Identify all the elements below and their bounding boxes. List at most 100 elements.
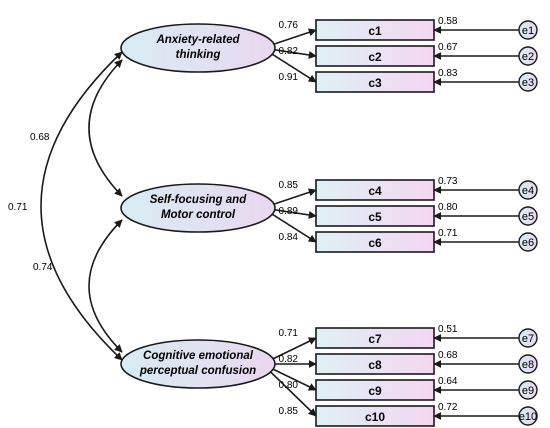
item-label: c5 <box>368 210 382 224</box>
item-label: c3 <box>368 76 382 90</box>
error-term-e5: e50.80 <box>433 202 538 226</box>
item-label: c7 <box>368 332 382 346</box>
error-term-e9: e9 0.64 <box>433 376 538 400</box>
latent-label-line: Self-focusing and <box>150 194 247 206</box>
observed-item-c10: c10 <box>315 405 435 427</box>
latent-label-line: Cognitive emotional <box>143 350 254 362</box>
error-circle <box>518 232 538 252</box>
loading-value-c4: 0.85 <box>279 180 299 191</box>
loading-value-c6: 0.84 <box>279 232 299 243</box>
loading-value-c9: 0.80 <box>279 380 299 391</box>
latent-ellipse <box>120 23 276 73</box>
error-label: e6 <box>522 237 534 249</box>
loading-path-c1 <box>268 28 317 47</box>
item-label: c4 <box>368 184 382 198</box>
error-circle <box>518 328 538 348</box>
item-label: c6 <box>368 236 382 250</box>
observed-item-c6: c6 <box>315 231 435 253</box>
error-label: e1 <box>522 25 534 37</box>
loading-path-c4 <box>268 188 317 207</box>
item-label: c1 <box>368 24 382 38</box>
item-box <box>315 327 435 349</box>
error-label: e4 <box>522 185 534 197</box>
error-circle <box>518 180 538 200</box>
covariance-arc <box>88 219 123 353</box>
error-value: 0.72 <box>438 402 458 413</box>
loading-path-c3 <box>268 51 317 83</box>
observed-item-c8: c8 <box>315 353 435 375</box>
error-circle <box>518 206 538 226</box>
error-circle <box>518 380 538 400</box>
item-box <box>315 405 435 427</box>
error-term-e1: e1 0.58 <box>433 16 538 40</box>
loading-value-c10: 0.85 <box>279 406 299 417</box>
loading-value-c7: 0.71 <box>279 328 299 339</box>
error-term-e8: e80.68 <box>433 350 538 374</box>
item-box <box>315 45 435 67</box>
latent-label-line: Anxiety-related <box>155 34 240 46</box>
observed-item-c9: c9 <box>315 379 435 401</box>
loading-value-c3: 0.91 <box>279 72 299 83</box>
error-label: e2 <box>522 51 534 63</box>
item-box <box>315 19 435 41</box>
loading-path-c5 <box>268 208 317 219</box>
covariance-value: 0.68 <box>30 132 50 143</box>
item-box <box>315 205 435 227</box>
error-term-e3: e30.83 <box>433 68 538 92</box>
observed-item-c2: c2 <box>315 45 435 67</box>
item-label: c2 <box>368 50 382 64</box>
latent-label-line: Motor control <box>161 209 236 221</box>
loading-value-c1: 0.76 <box>279 20 299 31</box>
error-label: e10 <box>519 411 537 423</box>
loading-path-c9 <box>268 366 317 391</box>
error-term-e6: e6 0.71 <box>433 228 538 252</box>
error-circle <box>518 20 538 40</box>
error-label: e8 <box>522 359 534 371</box>
latent-label-line: thinking <box>176 49 221 61</box>
observed-item-c3: c3 <box>315 71 435 93</box>
observed-items-layer: c1 c2 c3 c4 c5 c6 c7 c8 c9 c10 <box>315 19 435 427</box>
latent-ellipse <box>120 339 276 389</box>
loading-path-c6 <box>268 211 317 243</box>
observed-item-c7: c7 <box>315 327 435 349</box>
error-value: 0.58 <box>438 16 458 27</box>
error-term-e4: e4 0.73 <box>433 176 538 200</box>
covariance-arc <box>88 59 123 197</box>
error-term-e7: e7 0.51 <box>433 324 538 348</box>
error-label: e7 <box>522 333 534 345</box>
latent-ellipse <box>120 183 276 233</box>
error-circle <box>518 354 538 374</box>
observed-item-c5: c5 <box>315 205 435 227</box>
loading-path-c7 <box>268 337 317 362</box>
error-label: e5 <box>522 211 534 223</box>
covariance-anx-self: 0.68 <box>30 59 123 197</box>
observed-item-c4: c4 <box>315 179 435 201</box>
loading-value-c2: 0.82 <box>279 46 299 57</box>
item-label: c9 <box>368 384 382 398</box>
observed-item-c1: c1 <box>315 19 435 41</box>
covariance-self-cog: 0.74 <box>33 219 123 353</box>
loading-path-c10 <box>268 369 317 417</box>
loading-value-c5: 0.89 <box>279 206 299 217</box>
covariance-value: 0.71 <box>8 202 28 213</box>
item-label: c10 <box>365 410 385 424</box>
latent-factor-anx: Anxiety-related thinking <box>120 23 276 73</box>
error-term-e10: e10 0.72 <box>433 402 538 426</box>
item-box <box>315 379 435 401</box>
error-label: e9 <box>522 385 534 397</box>
loading-path-c2 <box>268 48 317 59</box>
error-circle <box>518 46 538 66</box>
covariance-anx-cog: 0.71 <box>8 51 123 361</box>
error-value: 0.73 <box>438 176 458 187</box>
error-circle <box>518 406 538 426</box>
error-value: 0.64 <box>438 376 458 387</box>
error-value: 0.71 <box>438 228 458 239</box>
error-circle <box>518 72 538 92</box>
error-term-e2: e20.67 <box>433 42 538 66</box>
error-value: 0.51 <box>438 324 458 335</box>
